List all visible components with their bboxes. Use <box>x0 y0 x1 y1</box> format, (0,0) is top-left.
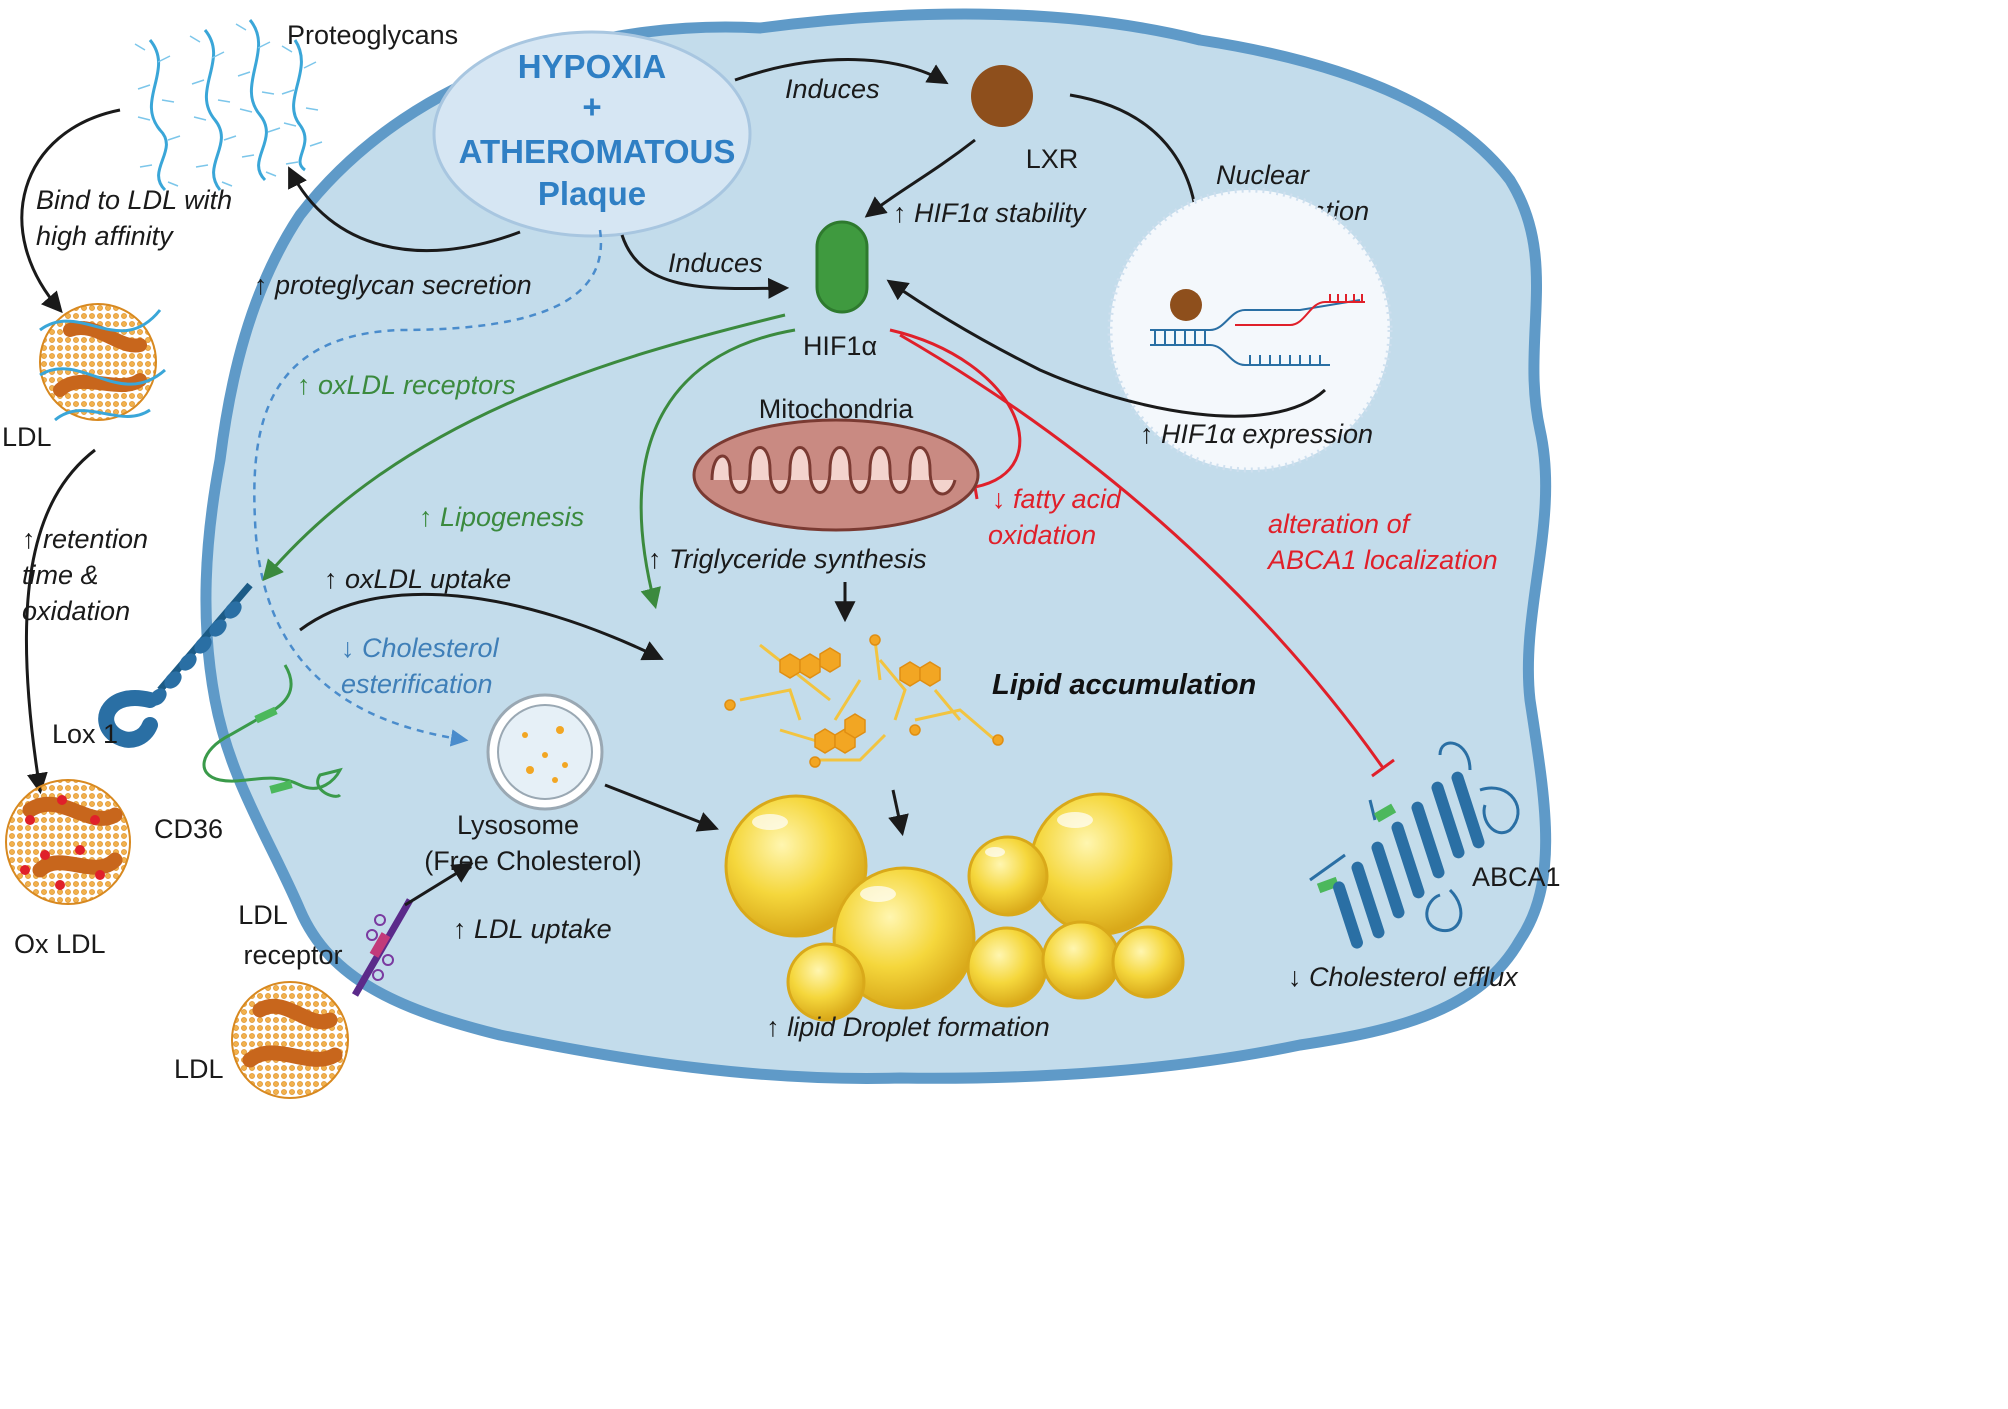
cholesterol-esterification-arrow <box>253 229 603 747</box>
mitochondria-icon <box>692 418 980 532</box>
hypoxia-plus: + <box>582 88 601 125</box>
droplet-formation-label: ↑ lipid Droplet formation <box>766 1012 1050 1042</box>
lysosome-label-1: Lysosome <box>457 810 579 840</box>
ldl-uptake-label: ↑ LDL uptake <box>453 914 612 944</box>
abca1-transporter-icon <box>1309 741 1520 949</box>
droplet-highlights-icon <box>752 812 1093 902</box>
cd36-receptor-icon <box>202 664 343 798</box>
hif1a-label: HIF1α <box>803 331 877 361</box>
proteoglycan-bristles-icon <box>134 23 323 187</box>
ox-ldl-particle <box>5 779 131 905</box>
lxr-label: LXR <box>1026 144 1079 174</box>
fao-inhibition-line <box>889 328 1022 489</box>
ldl-bottom-particle <box>231 981 349 1099</box>
proteoglycans-label: Proteoglycans <box>287 20 458 50</box>
bind-ldl-label-2: high affinity <box>36 221 174 251</box>
lipogenesis-arrow <box>639 328 796 610</box>
induces-mid-label: Induces <box>668 248 763 278</box>
lysosome-icon <box>486 693 604 811</box>
ox-ldl-label: Ox LDL <box>14 929 106 959</box>
fao-label-2: oxidation <box>988 520 1096 550</box>
atheromatous-title: ATHEROMATOUS <box>459 133 736 170</box>
abca1-label: ABCA1 <box>1472 862 1561 892</box>
lipid-accumulation-label: Lipid accumulation <box>992 669 1256 701</box>
retention-arrow <box>24 448 96 795</box>
induces-top-label: Induces <box>785 74 880 104</box>
ldl-receptor-label-2: receptor <box>243 940 342 970</box>
diagram-canvas: HYPOXIA + ATHEROMATOUS Plaque Proteoglyc… <box>2 8 1561 1099</box>
hypoxia-diagram: HYPOXIA + ATHEROMATOUS Plaque Proteoglyc… <box>2 8 1561 1099</box>
oxldl-uptake-arrow <box>299 592 664 661</box>
retention-label-1: ↑ retention <box>22 524 148 554</box>
abca1-inhibition-line <box>899 333 1385 769</box>
oxldl-uptake-label: ↑ oxLDL uptake <box>324 564 511 594</box>
hif-stability-arrow <box>864 138 976 218</box>
lipid-to-droplet-arrow <box>888 789 909 837</box>
hif1a-icon <box>815 220 869 314</box>
lxr-icon <box>971 65 1033 127</box>
fao-label-1: ↓ fatty acid <box>992 484 1122 514</box>
hif-expression-arrow <box>886 279 1327 418</box>
bind-ldl-label-1: Bind to LDL with <box>36 185 232 215</box>
retention-label-3: oxidation <box>22 596 130 626</box>
proteoglycan-secretion-arrow <box>288 166 521 252</box>
ldl-bottom-label: LDL <box>174 1054 224 1084</box>
ldl-uptake-arrow <box>404 862 474 907</box>
hif-expression-label: ↑ HIF1α expression <box>1140 419 1373 449</box>
induces-lxr-arrow <box>734 58 949 85</box>
chol-ester-label-1: ↓ Cholesterol <box>341 633 500 663</box>
proteoglycans-icon <box>148 19 307 192</box>
hypoxia-ellipse <box>432 30 752 238</box>
abca1-alt-label-1: alteration of <box>1268 509 1412 539</box>
chol-efflux-label: ↓ Cholesterol efflux <box>1288 962 1519 992</box>
lipid-hexagons-icon <box>724 634 1004 768</box>
hypoxia-title: HYPOXIA <box>518 48 667 85</box>
oxldl-receptors-label: ↑ oxLDL receptors <box>297 370 516 400</box>
ldl-receptor-icon <box>351 898 414 997</box>
oxldl-receptors-arrow <box>262 313 786 582</box>
ldl-receptor-label-1: LDL <box>238 900 288 930</box>
chol-ester-label-2: esterification <box>341 669 493 699</box>
bind-ldl-arrow <box>20 108 121 314</box>
lox1-label: Lox 1 <box>52 719 118 749</box>
nuclear-label-1: Nuclear <box>1216 160 1310 190</box>
lysosome-label-2: (Free Cholesterol) <box>424 846 642 876</box>
hif-stability-label: ↑ HIF1α stability <box>893 198 1087 228</box>
lipogenesis-label: ↑ Lipogenesis <box>419 502 584 532</box>
lipid-droplets-icon <box>724 792 1185 1022</box>
retention-label-2: time & <box>22 560 99 590</box>
proteoglycan-secretion-label: ↑ proteglycan secretion <box>254 270 532 300</box>
ldl-proteoglycan-particle <box>39 303 166 422</box>
cd36-label: CD36 <box>154 814 223 844</box>
plaque-title: Plaque <box>538 175 646 212</box>
abca1-alt-label-2: ABCA1 localization <box>1266 545 1498 575</box>
triglyceride-label: ↑ Triglyceride synthesis <box>648 544 927 574</box>
ldl-top-label: LDL <box>2 422 52 452</box>
lysosome-to-droplet-arrow <box>604 783 719 832</box>
nucleus <box>1107 187 1393 473</box>
dna-icon <box>1150 294 1365 366</box>
lox1-receptor-icon <box>98 582 253 748</box>
induces-hif-arrow <box>620 234 790 299</box>
